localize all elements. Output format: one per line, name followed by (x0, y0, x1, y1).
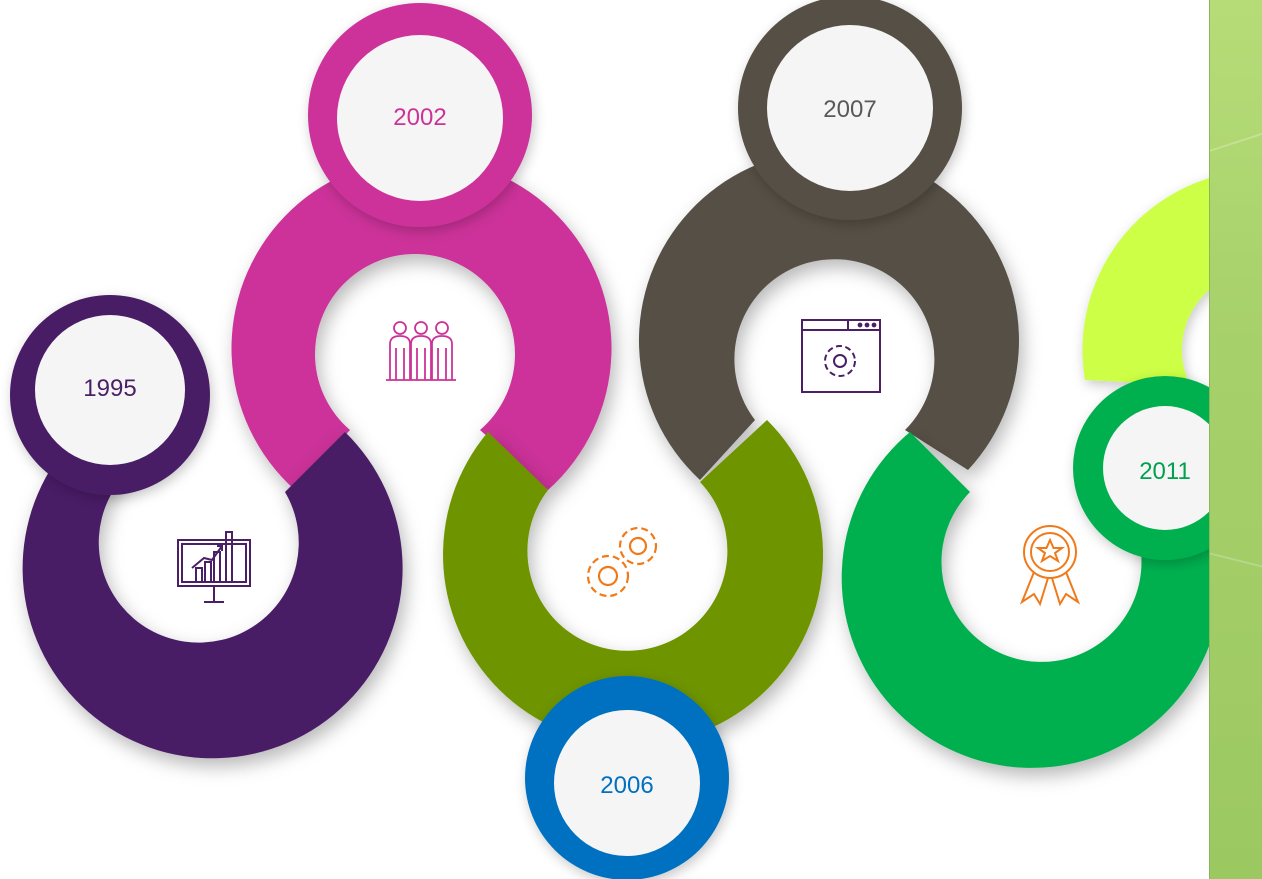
arc-2002 (231, 158, 612, 490)
year-2006: 2006 (600, 772, 654, 799)
presentation-chart-icon (177, 531, 251, 603)
year-2002: 2002 (393, 104, 447, 131)
year-1995: 1995 (83, 375, 137, 402)
year-2011: 2011 (1139, 458, 1191, 485)
team-people-icon (386, 321, 456, 381)
award-ribbon-icon (1019, 525, 1081, 607)
arc-1995 (22, 432, 403, 759)
ring-2006 (525, 676, 729, 879)
ring-2007 (738, 0, 962, 220)
gears-icon (586, 526, 658, 598)
arc-2006 (443, 420, 824, 745)
side-panel (1209, 0, 1262, 879)
ring-1995 (10, 295, 210, 495)
arc-2007 (638, 150, 1019, 480)
ring-2002 (308, 3, 532, 227)
browser-settings-icon (801, 319, 881, 393)
arc-2011 (841, 432, 1222, 768)
year-2007: 2007 (823, 96, 877, 123)
